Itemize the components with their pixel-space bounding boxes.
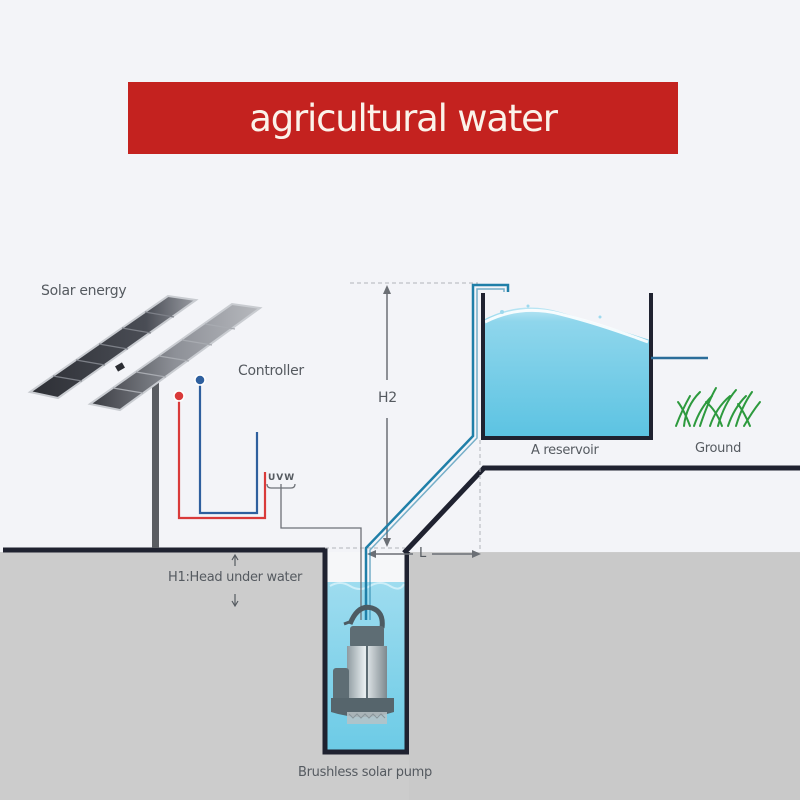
title-banner: agricultural water — [128, 82, 678, 154]
controller-label: Controller — [238, 363, 304, 379]
negative-terminal-icon — [194, 374, 206, 386]
uvw-label: UVW — [268, 473, 296, 483]
title-text: agricultural water — [249, 96, 558, 140]
positive-terminal-icon — [173, 390, 185, 402]
ground-label: Ground — [695, 441, 742, 456]
h2-dimension-arrow — [383, 285, 391, 547]
dimension-guides — [325, 282, 481, 552]
h1-head-under-water-label: H1:Head under water — [168, 570, 303, 585]
l-label: L — [419, 546, 426, 561]
reservoir — [481, 293, 708, 440]
reservoir-label: A reservoir — [531, 443, 599, 458]
water-pipe — [364, 283, 510, 620]
grass-icon — [675, 387, 761, 427]
h2-label: H2 — [378, 390, 397, 406]
solar-panels — [27, 294, 263, 412]
solar-pole — [152, 378, 159, 548]
h1-dimension-arrows — [231, 553, 239, 608]
pump-cable — [266, 483, 362, 620]
pump-label: Brushless solar pump — [298, 765, 432, 780]
controller-wiring — [173, 374, 267, 520]
l-dimension-arrow — [367, 550, 481, 558]
solar-energy-label: Solar energy — [41, 283, 127, 299]
submersible-pump — [331, 604, 394, 724]
